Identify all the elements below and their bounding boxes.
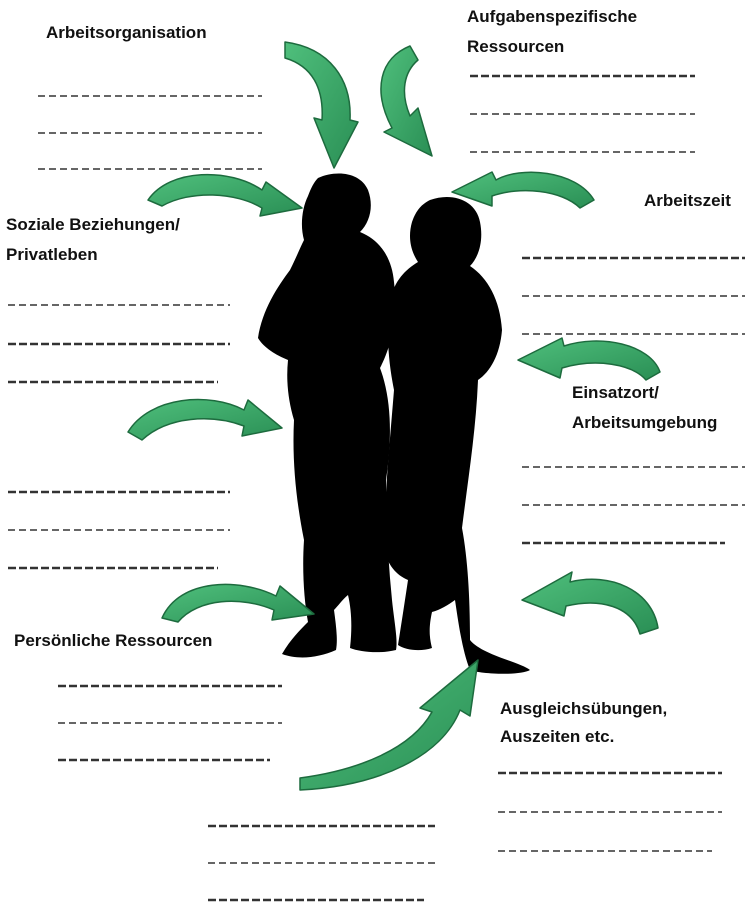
label-arbeitsumgebung: Arbeitsumgebung xyxy=(572,410,717,435)
label-arbeitsorganisation: Arbeitsorganisation xyxy=(46,20,207,45)
man-silhouette xyxy=(258,174,397,658)
curved-arrow-icon xyxy=(522,572,658,634)
label-ressourcen: Ressourcen xyxy=(467,34,564,59)
label-auszeiten: Auszeiten etc. xyxy=(500,724,614,749)
label-arbeitszeit: Arbeitszeit xyxy=(644,188,731,213)
curved-arrow-icon xyxy=(300,660,478,790)
curved-arrow-icon xyxy=(148,175,302,216)
curved-arrow-icon xyxy=(518,338,660,380)
curved-arrow-icon xyxy=(285,42,358,168)
curved-arrow-icon xyxy=(128,400,282,440)
label-soziale-beziehungen: Soziale Beziehungen/ xyxy=(6,212,180,237)
label-aufgabenspezifische: Aufgabenspezifische xyxy=(467,4,637,29)
man-and-woman-silhouette-icon xyxy=(258,174,530,674)
woman-silhouette xyxy=(384,197,530,674)
curved-arrow-icon xyxy=(452,172,594,208)
label-ausgleichsuebungen: Ausgleichsübungen, xyxy=(500,696,667,721)
curved-arrow-icon xyxy=(162,584,314,622)
label-persoenliche-ressourcen: Persönliche Ressourcen xyxy=(14,628,212,653)
curved-arrow-icon xyxy=(381,46,432,156)
label-einsatzort: Einsatzort/ xyxy=(572,380,659,405)
label-privatleben: Privatleben xyxy=(6,242,98,267)
